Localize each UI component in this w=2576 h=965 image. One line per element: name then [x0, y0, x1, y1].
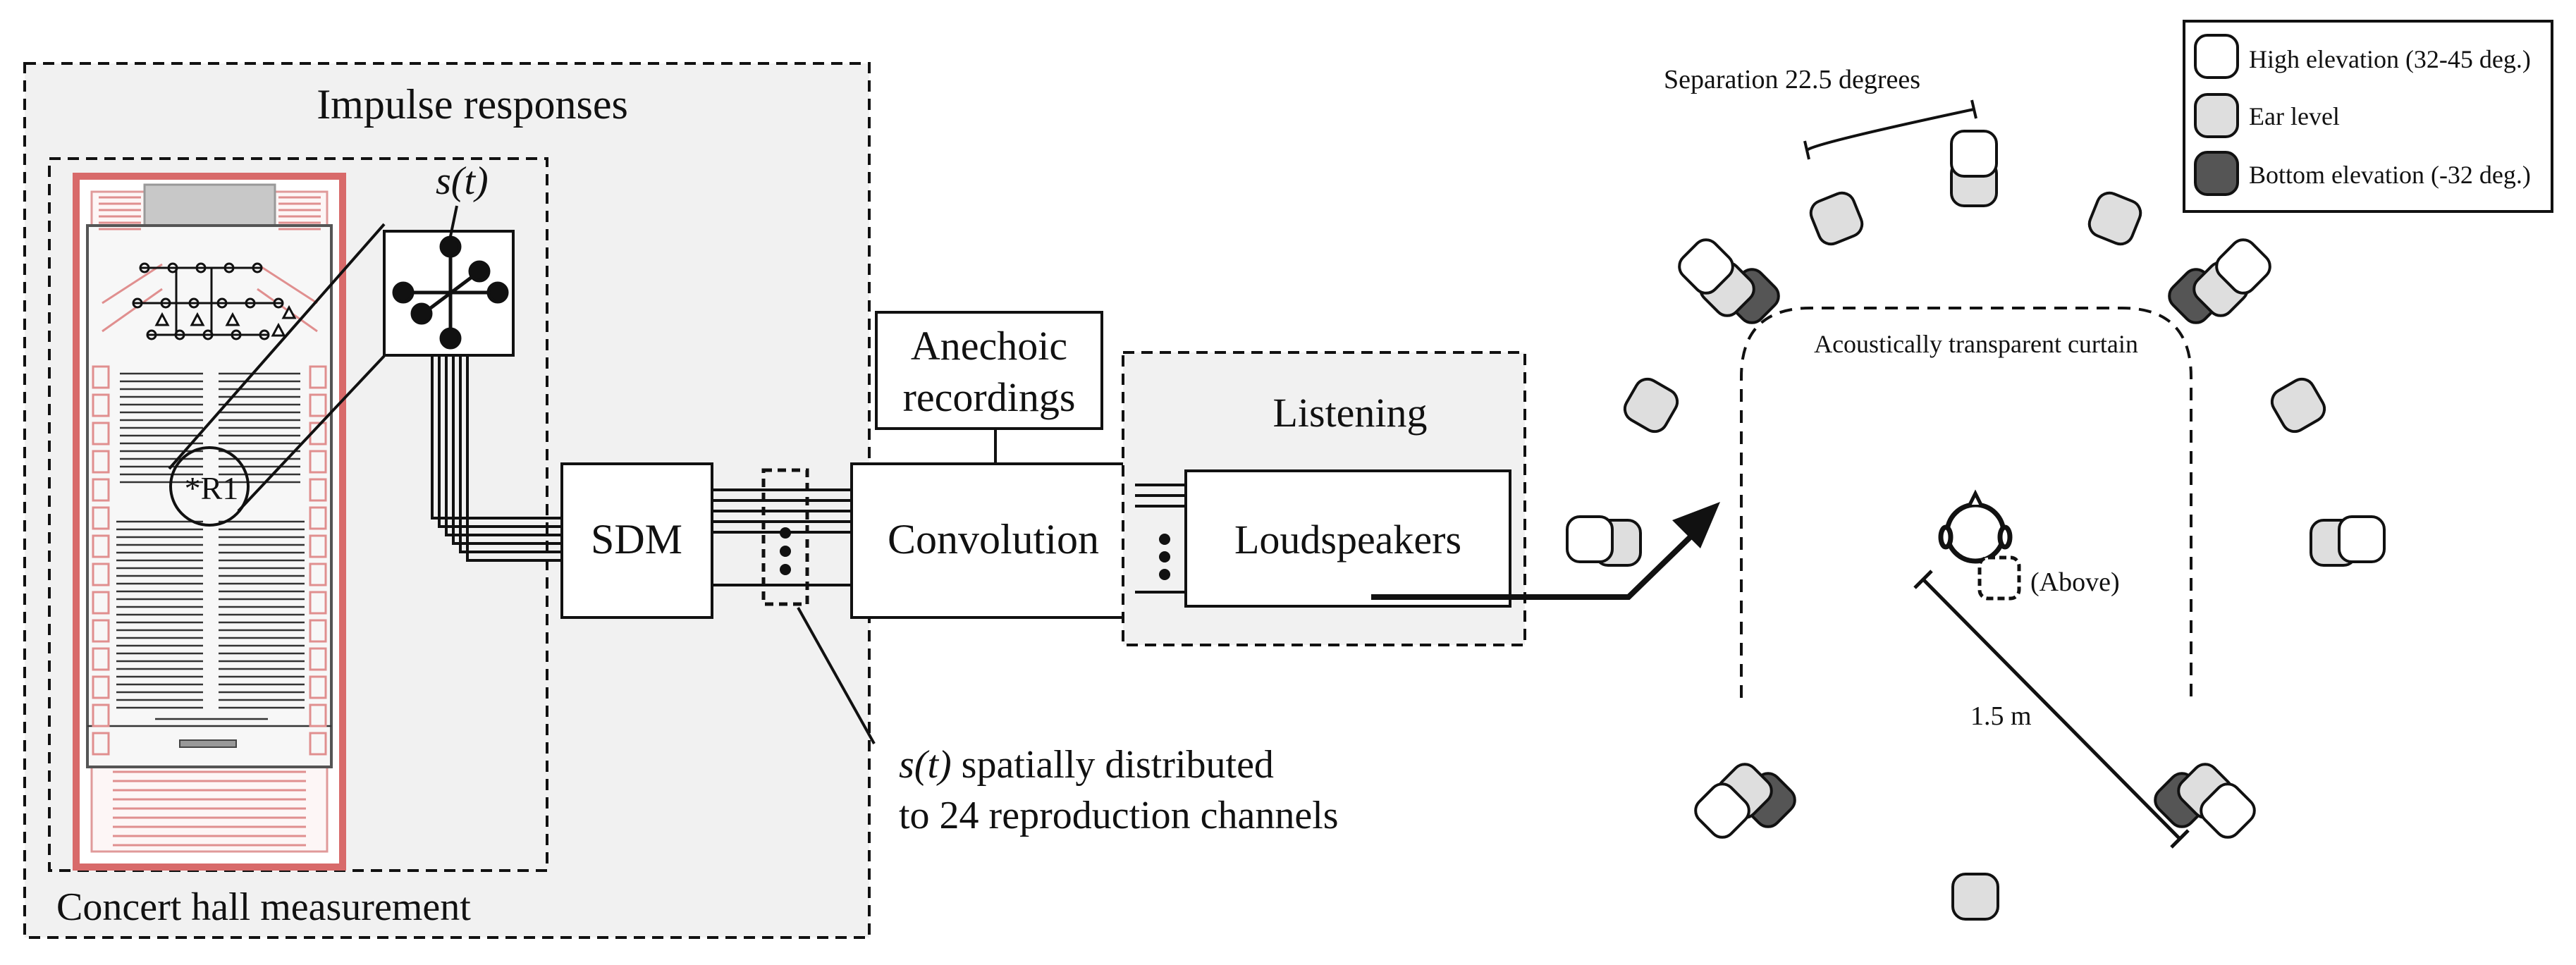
convolution-label: Convolution [888, 516, 1099, 563]
loudspeaker-icon [1950, 130, 1998, 178]
microphone-array-icon [392, 235, 509, 350]
signal-lines-to-sdm [431, 355, 562, 562]
legend-label-high: High elevation (32-45 deg.) [2249, 45, 2531, 73]
separation-label: Separation 22.5 degrees [1664, 65, 1920, 94]
signal-line [466, 355, 562, 562]
loudspeakers-box [1184, 469, 1511, 608]
loudspeaker-icon [1678, 238, 1734, 295]
legend-swatch-high [2194, 34, 2239, 79]
signal-line [452, 355, 562, 545]
sdm-box [560, 462, 713, 619]
room-loudspeakers [1566, 130, 2386, 921]
signal-lines-to-convolution [712, 488, 852, 586]
channel-dots [780, 527, 791, 575]
receiver-circle [169, 446, 250, 527]
separation-arc-tick-right [1970, 99, 1977, 119]
signal-line [438, 355, 562, 528]
zoom-line-upper [168, 223, 386, 470]
distance-tick-start [1913, 570, 1933, 589]
separation-arc-tick-left [1803, 140, 1810, 160]
distance-label: 1.5 m [1970, 701, 2032, 731]
concert-hall-label: Concert hall measurement [56, 885, 471, 929]
loudspeaker-icon [2215, 238, 2271, 295]
loudspeaker-icon [2200, 782, 2256, 839]
impulse-responses-label: Impulse responses [317, 81, 628, 128]
source-signal-label: s(t) [436, 159, 489, 203]
loudspeaker-icon [2087, 191, 2142, 246]
loudspeakers-label: Loudspeakers [1234, 517, 1461, 563]
above-label: (Above) [2030, 567, 2120, 597]
channel-bundle-marker [761, 468, 809, 606]
output-arrow-line [1371, 523, 1705, 600]
legend-label-ear: Ear level [2249, 102, 2340, 130]
legend-swatch-ear [2194, 93, 2239, 138]
output-arrow-head [1672, 502, 1720, 548]
distance-tick-end [2170, 829, 2190, 849]
loudspeaker-icon [1566, 515, 1614, 563]
distance-line [1922, 578, 2181, 840]
separation-arc [1805, 108, 1975, 152]
loudspeaker-icon [1809, 191, 1864, 246]
listening-label: Listening [1272, 390, 1427, 436]
signal-line [431, 355, 562, 520]
receiver-label: *R1 [185, 470, 239, 506]
legend-swatch-bottom [2194, 151, 2239, 196]
signal-lines-to-loudspeakers [1135, 484, 1186, 594]
anechoic-label-line1: Anechoic [911, 323, 1067, 369]
loudspeaker-icon [2270, 377, 2326, 434]
loudspeaker-icon [2338, 515, 2386, 563]
concert-hall-plan [73, 173, 346, 871]
distributed-pointer [797, 607, 876, 744]
signal-line [459, 355, 562, 553]
listener-head [1938, 489, 2013, 564]
legend-box [2183, 20, 2553, 213]
legend-label-bottom: Bottom elevation (-32 deg.) [2249, 161, 2531, 189]
above-speaker-dashed [1977, 555, 2021, 601]
loudspeaker-icon [1951, 873, 1999, 921]
anechoic-recordings-box [875, 311, 1103, 430]
curtain-label: Acoustically transparent curtain [1814, 330, 2138, 358]
loudspeaker-icon [1694, 782, 1750, 839]
signal-line [445, 355, 562, 536]
listening-channel-dots [1159, 534, 1170, 580]
loudspeaker-icon [1623, 377, 1679, 434]
sdm-label: SDM [591, 516, 682, 563]
anechoic-label-line2: recordings [903, 374, 1076, 420]
source-signal-pointer [448, 205, 458, 240]
convolution-box [850, 462, 1136, 619]
zoom-line-lower [237, 355, 386, 512]
acoustically-transparent-curtain [1740, 307, 2192, 698]
distributed-text-line1: s(t) spatially distributed [899, 743, 1274, 787]
distributed-text-line2: to 24 reproduction channels [899, 794, 1339, 837]
